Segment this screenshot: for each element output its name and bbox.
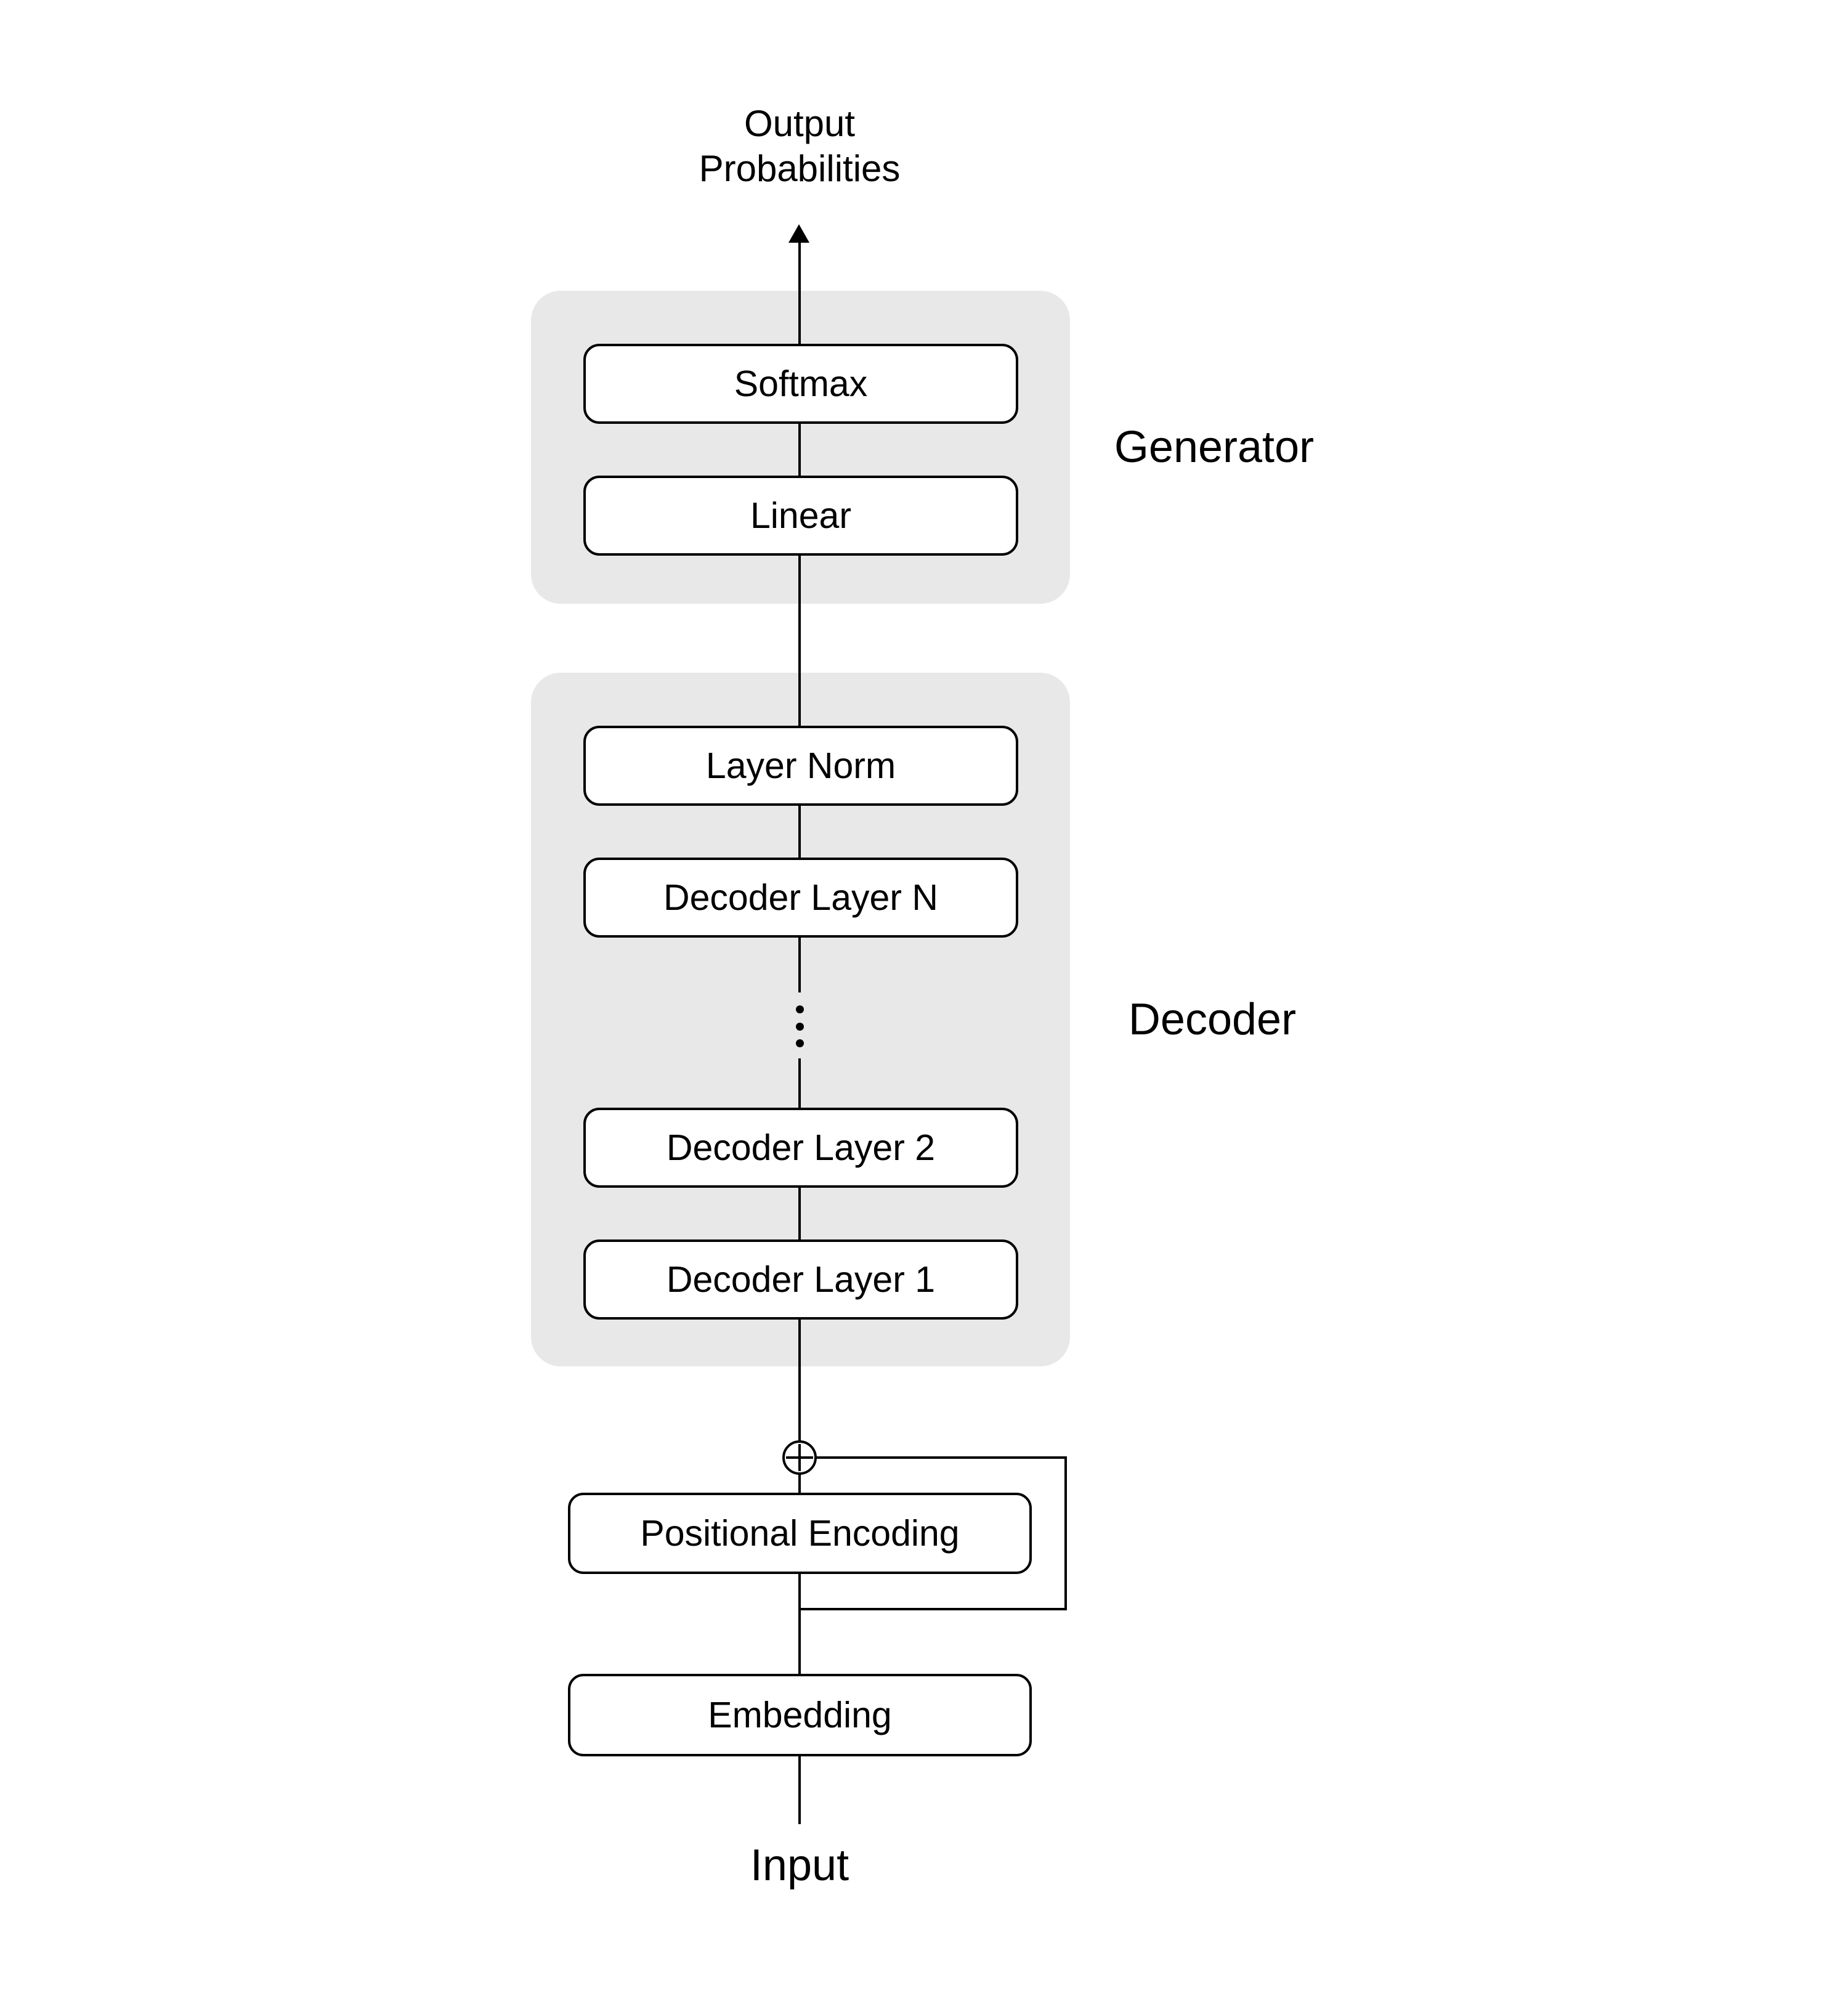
output-probabilities-line2: Probabilities [699,148,901,189]
generator-group-label: Generator [1114,423,1315,472]
softmax-box: Softmax [583,344,1018,424]
linear-box: Linear [583,476,1018,556]
output-probabilities-label: Output Probabilities [699,101,901,191]
embedding-box: Embedding [568,1674,1032,1756]
decoder-layer-n-box: Decoder Layer N [583,858,1018,938]
decoder-layer-1-box: Decoder Layer 1 [583,1239,1018,1320]
skip-connection-top-line [800,1456,1067,1459]
input-label: Input [750,1841,849,1890]
decoder-group-label: Decoder [1128,995,1297,1044]
positional-encoding-box: Positional Encoding [568,1493,1032,1574]
flow-line-upper [798,240,801,992]
plus-icon-vertical-bar [798,1444,801,1471]
decoder-layer-2-box: Decoder Layer 2 [583,1108,1018,1188]
skip-connection-bottom-line [800,1608,1067,1610]
output-probabilities-line1: Output [744,103,856,144]
arrow-up-icon [788,224,809,243]
skip-connection-right-line [1064,1456,1067,1610]
layer-norm-box: Layer Norm [583,726,1018,806]
ellipsis-dot [796,1005,804,1013]
ellipsis-dot [796,1039,804,1047]
ellipsis-dot [796,1023,804,1031]
